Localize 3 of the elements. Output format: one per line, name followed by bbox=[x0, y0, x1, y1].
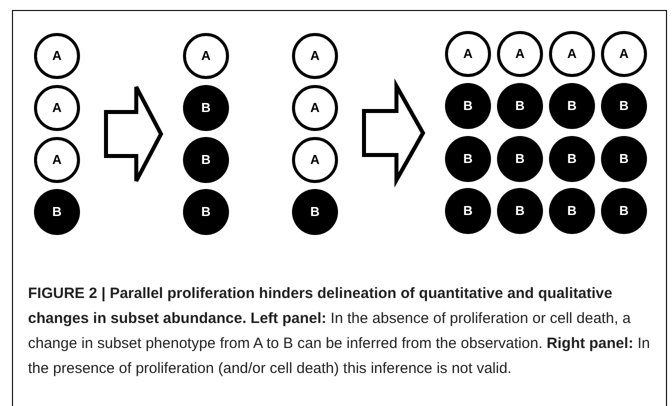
figure-caption: FIGURE 2 | Parallel proliferation hinders delineation of quantitative and qualitative changes in subset abundance. Left panel: In the absence of proliferation or cell death, a change in subset phenotype from A to B can be inferred from the observation. Right panel: In the presence of proliferation (and/or cell death) this inference is not valid. bbox=[28, 284, 652, 379]
block-arrow bbox=[104, 85, 164, 183]
block-arrow bbox=[362, 78, 426, 188]
